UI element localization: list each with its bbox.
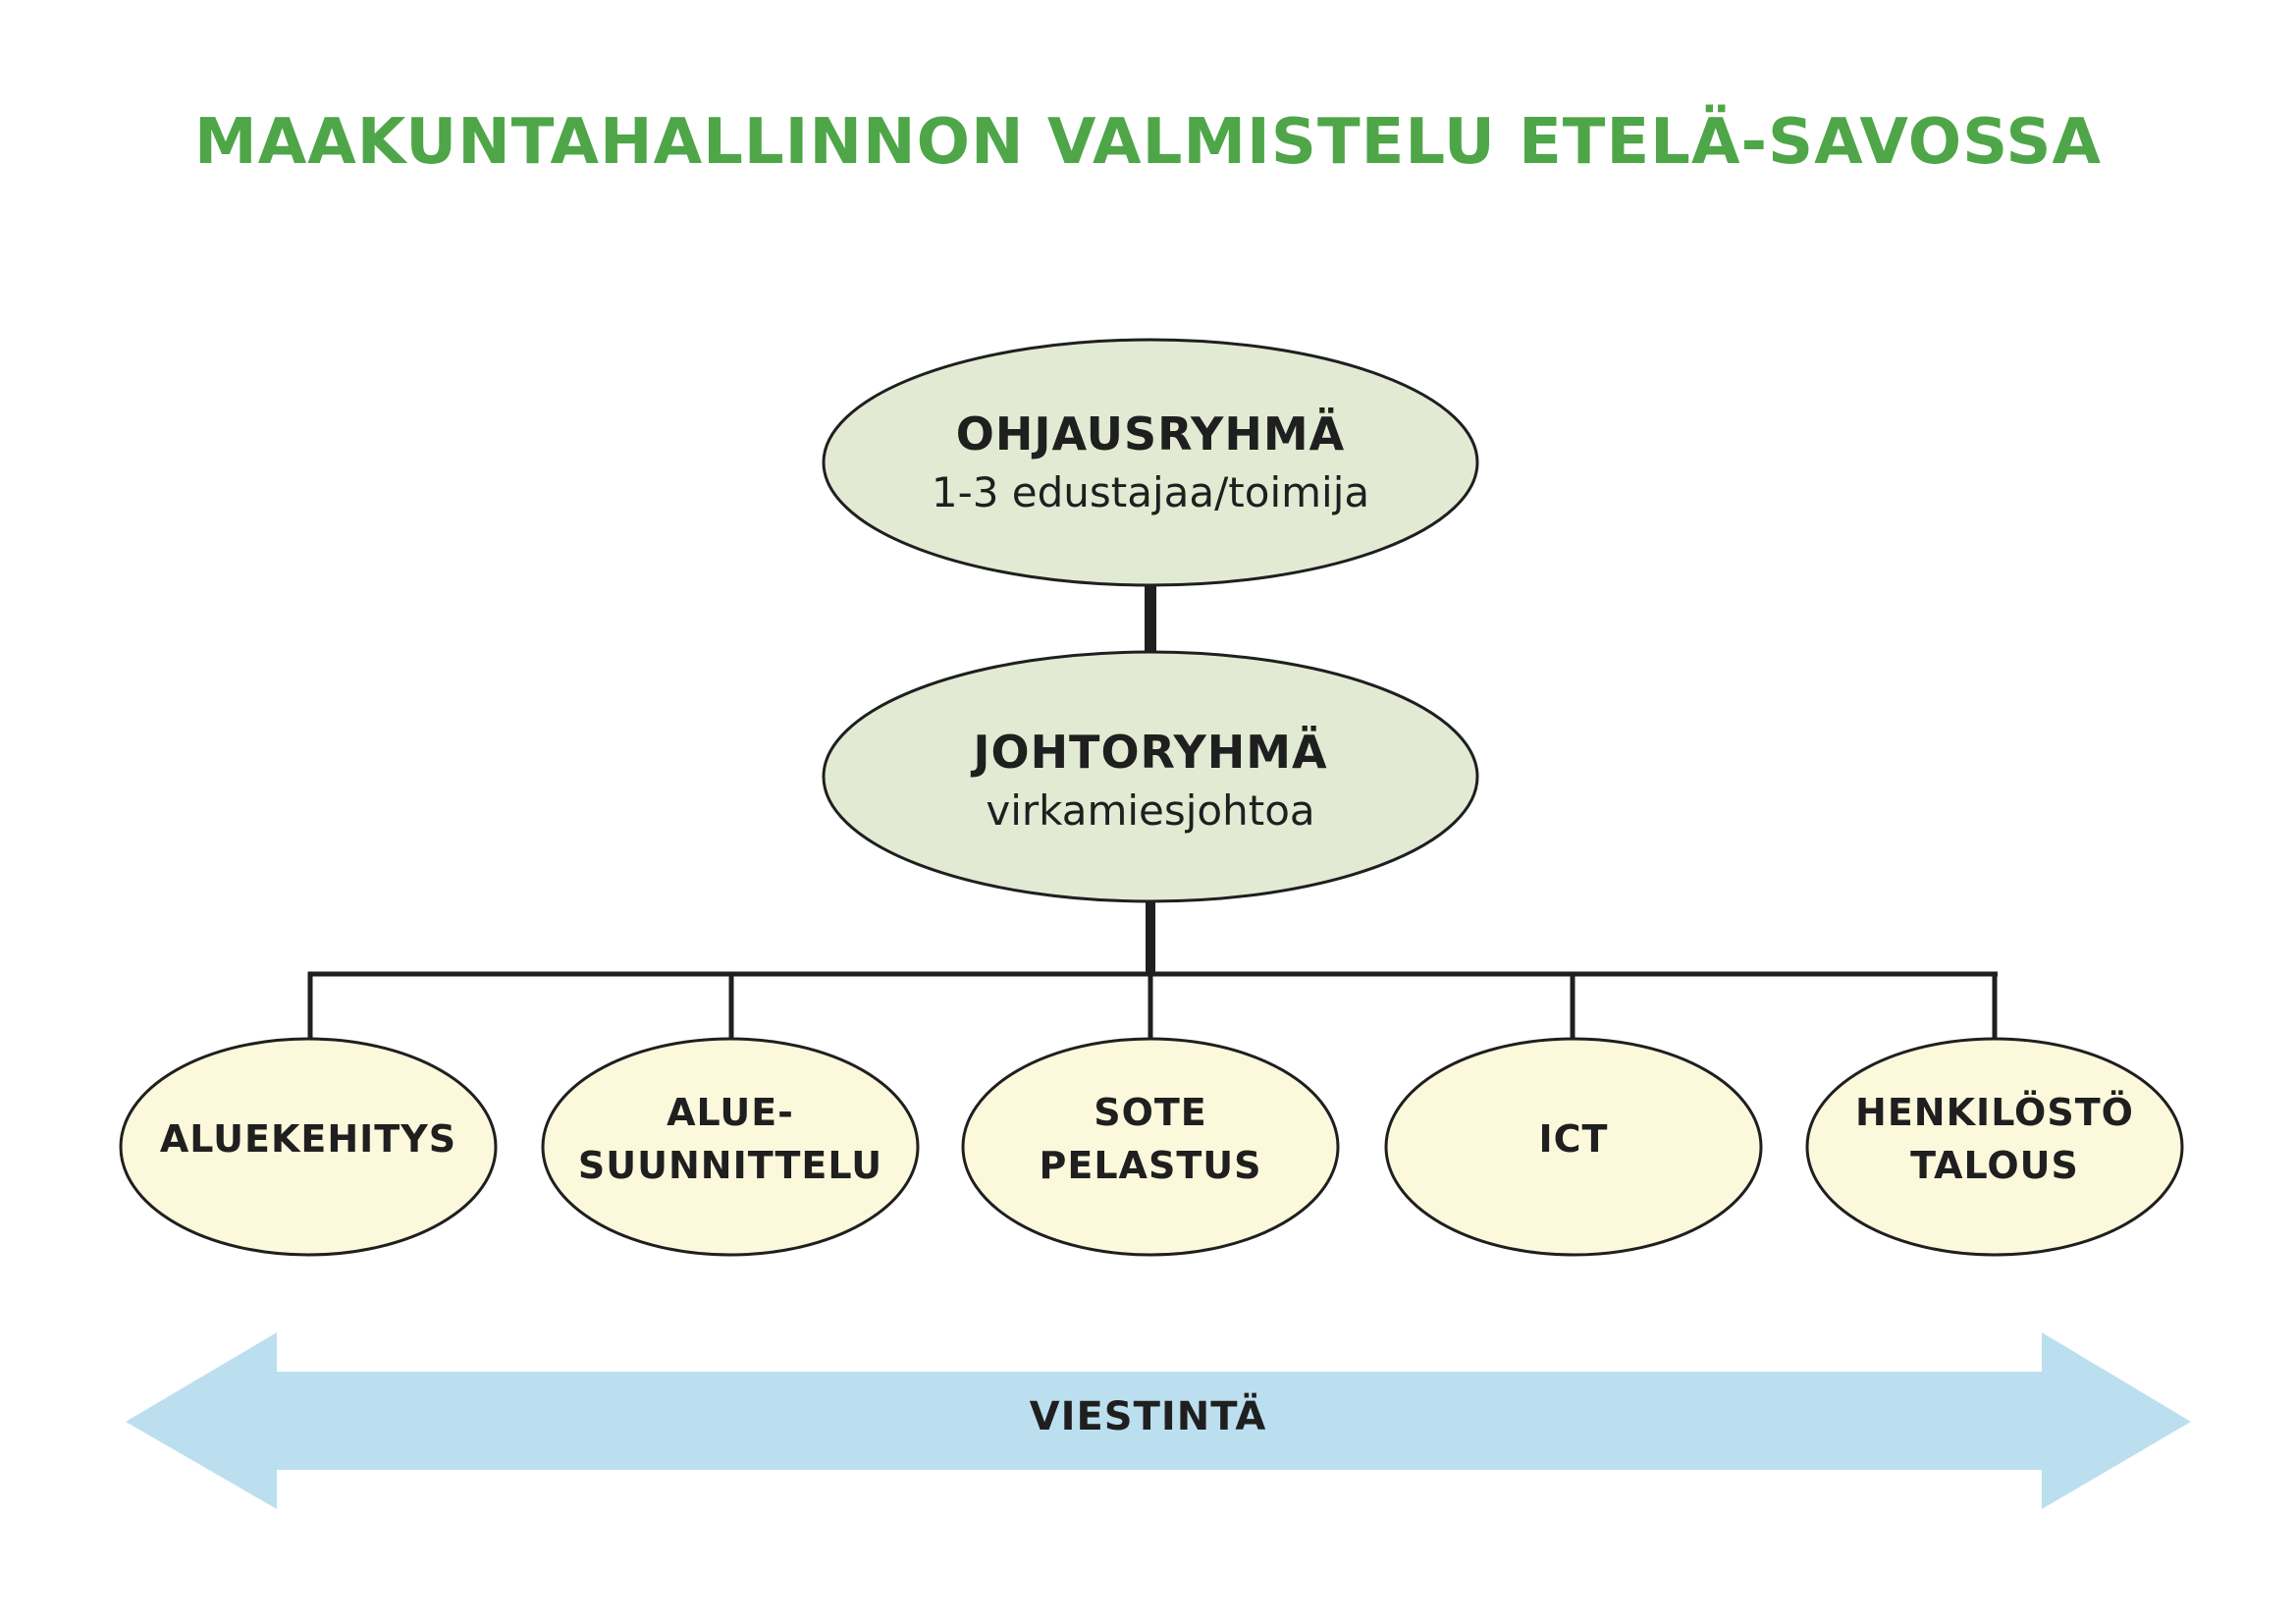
unit-label-1: ALUEKEHITYS bbox=[121, 1080, 496, 1198]
unit-label-5: HENKILÖSTÖ TALOUS bbox=[1807, 1080, 2182, 1198]
steering-group-node bbox=[822, 338, 1479, 587]
management-group-label: JOHTORYHMÄ virkamiesjohtoa bbox=[824, 707, 1477, 854]
steering-group-name: OHJAUSRYHMÄ bbox=[955, 407, 1346, 460]
management-group-name: JOHTORYHMÄ bbox=[973, 726, 1328, 779]
communication-label: VIESTINTÄ bbox=[1029, 1394, 1267, 1439]
management-group-node bbox=[822, 650, 1479, 903]
unit-node-5 bbox=[1805, 1037, 2184, 1257]
unit-node-4 bbox=[1384, 1037, 1763, 1257]
unit-label-5-line-2: TALOUS bbox=[1910, 1144, 2079, 1187]
unit-label-5-line-1: HENKILÖSTÖ bbox=[1855, 1091, 2134, 1134]
unit-label-3-line-1: SOTE bbox=[1094, 1091, 1207, 1134]
unit-label-3-line-2: PELASTUS bbox=[1039, 1144, 1262, 1187]
unit-label-4-line-1: ICT bbox=[1538, 1117, 1609, 1161]
steering-group-detail: 1-3 edustajaa/toimija bbox=[931, 468, 1370, 516]
unit-label-2-line-2: SUUNNITTELU bbox=[577, 1144, 883, 1187]
unit-label-2-line-1: ALUE- bbox=[667, 1091, 794, 1134]
management-group-detail: virkamiesjohtoa bbox=[986, 786, 1315, 835]
unit-node-3 bbox=[961, 1037, 1340, 1257]
diagram-title: MAAKUNTAHALLINNON VALMISTELU ETELÄ-SAVOS… bbox=[194, 106, 2102, 179]
unit-label-2: ALUE- SUUNNITTELU bbox=[543, 1080, 918, 1198]
steering-group-label: OHJAUSRYHMÄ 1-3 edustajaa/toimija bbox=[824, 389, 1477, 536]
unit-label-3: SOTE PELASTUS bbox=[963, 1080, 1338, 1198]
unit-node-2 bbox=[541, 1037, 920, 1257]
unit-label-4: ICT bbox=[1386, 1080, 1761, 1198]
unit-node-1 bbox=[119, 1037, 498, 1257]
unit-label-1-line-1: ALUEKEHITYS bbox=[159, 1117, 457, 1161]
communication-double-arrow bbox=[126, 1332, 2191, 1509]
